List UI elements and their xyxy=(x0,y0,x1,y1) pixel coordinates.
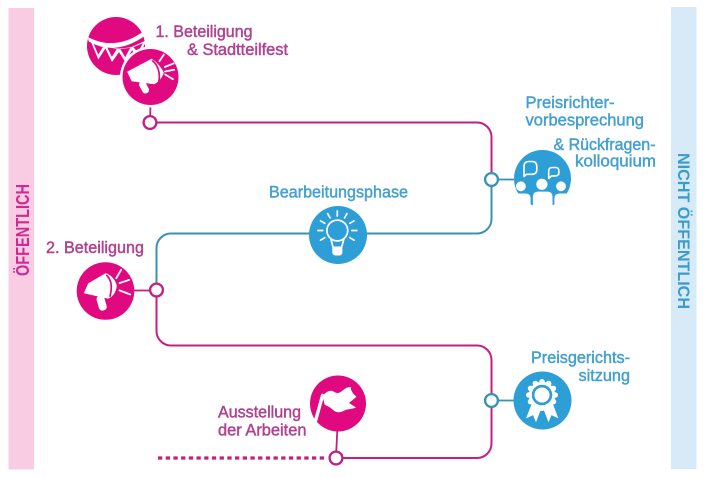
svg-text:2. Beteiligung: 2. Beteiligung xyxy=(46,239,144,257)
svg-text:Ausstellung: Ausstellung xyxy=(218,404,301,422)
svg-text:1. Beteiligung: 1. Beteiligung xyxy=(156,23,253,41)
svg-text:NICHT ÖFFENTLICH: NICHT ÖFFENTLICH xyxy=(674,153,693,309)
svg-text:Preisgerichts-: Preisgerichts- xyxy=(531,349,630,367)
svg-text:Preisrichter-: Preisrichter- xyxy=(526,94,615,112)
svg-text:vorbesprechung: vorbesprechung xyxy=(526,112,645,130)
svg-text:& Rückfragen-: & Rückfragen- xyxy=(554,136,656,154)
svg-text:sitzung: sitzung xyxy=(579,367,631,385)
svg-text:Bearbeitungsphase: Bearbeitungsphase xyxy=(269,184,408,202)
svg-text:der Arbeiten: der Arbeiten xyxy=(218,422,307,440)
svg-text:& Stadtteilfest: & Stadtteilfest xyxy=(187,41,288,59)
svg-text:ÖFFENTLICH: ÖFFENTLICH xyxy=(12,184,33,276)
svg-text:kolloquium: kolloquium xyxy=(575,153,656,171)
